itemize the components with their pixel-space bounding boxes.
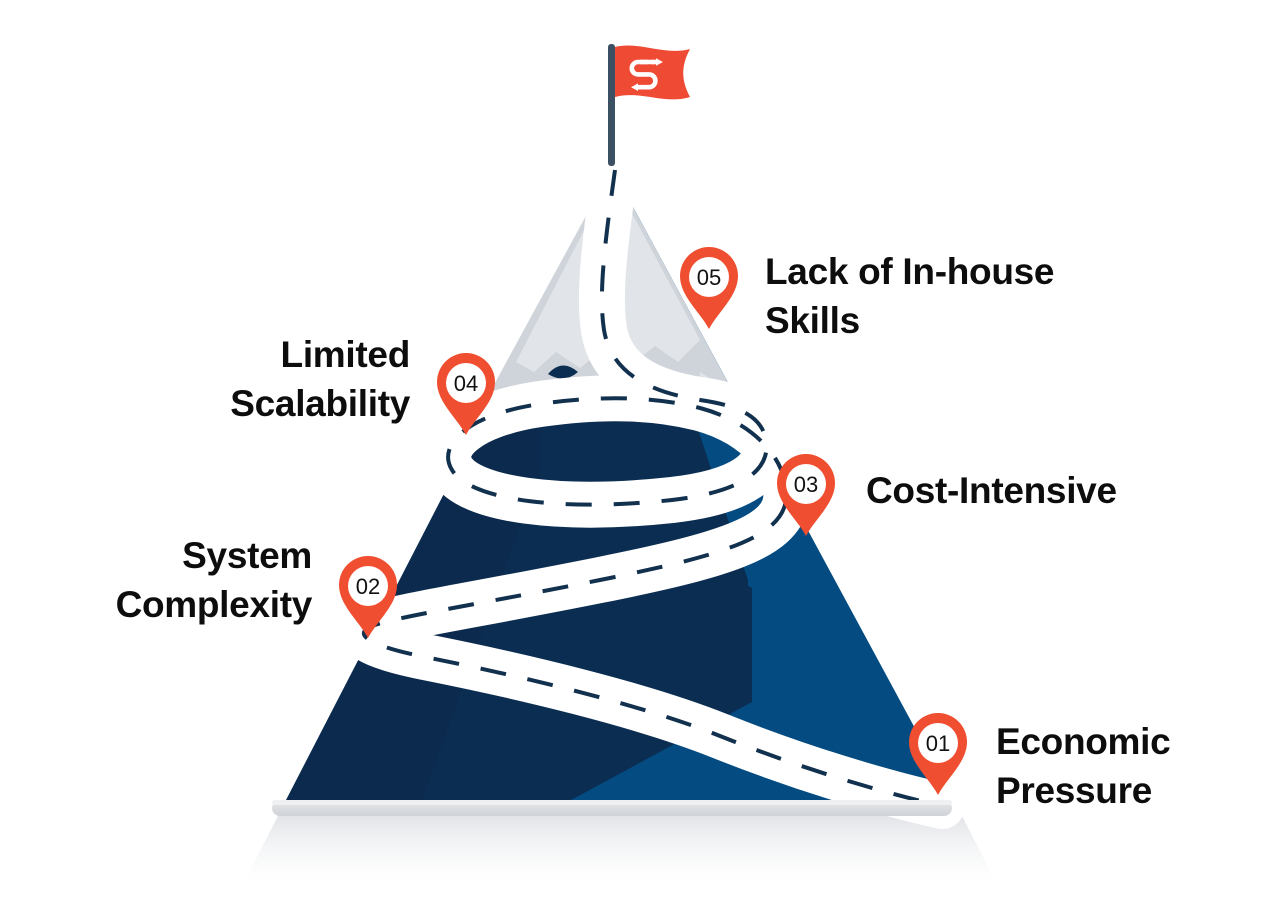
marker-label-01: Economic Pressure (996, 721, 1171, 811)
marker-pin-03[interactable]: 03 (777, 454, 835, 536)
marker-number-02: 02 (356, 574, 380, 599)
marker-pin-01[interactable]: 01 (909, 713, 967, 795)
summit-flag (608, 44, 690, 166)
road-path (340, 147, 965, 829)
marker-pin-02[interactable]: 02 (339, 556, 397, 638)
marker-number-05: 05 (697, 265, 721, 290)
ground-shadow (240, 812, 1000, 890)
marker-label-04: Limited Scalability (230, 334, 410, 424)
marker-label-05: Lack of In-house Skills (765, 251, 1055, 341)
flag-banner (615, 45, 690, 100)
marker-pin-05[interactable]: 05 (680, 247, 738, 329)
flag-pole (608, 44, 615, 166)
marker-number-04: 04 (454, 371, 478, 396)
marker-number-01: 01 (926, 731, 950, 756)
s-arrow-logo-heads (631, 58, 663, 91)
marker-label-02: System Complexity (115, 535, 313, 625)
marker-pin-04[interactable]: 04 (437, 353, 495, 435)
marker-number-03: 03 (794, 472, 818, 497)
base-platform (272, 800, 952, 816)
marker-label-03: Cost-Intensive (866, 470, 1117, 511)
road-centre-dashes (361, 169, 943, 808)
